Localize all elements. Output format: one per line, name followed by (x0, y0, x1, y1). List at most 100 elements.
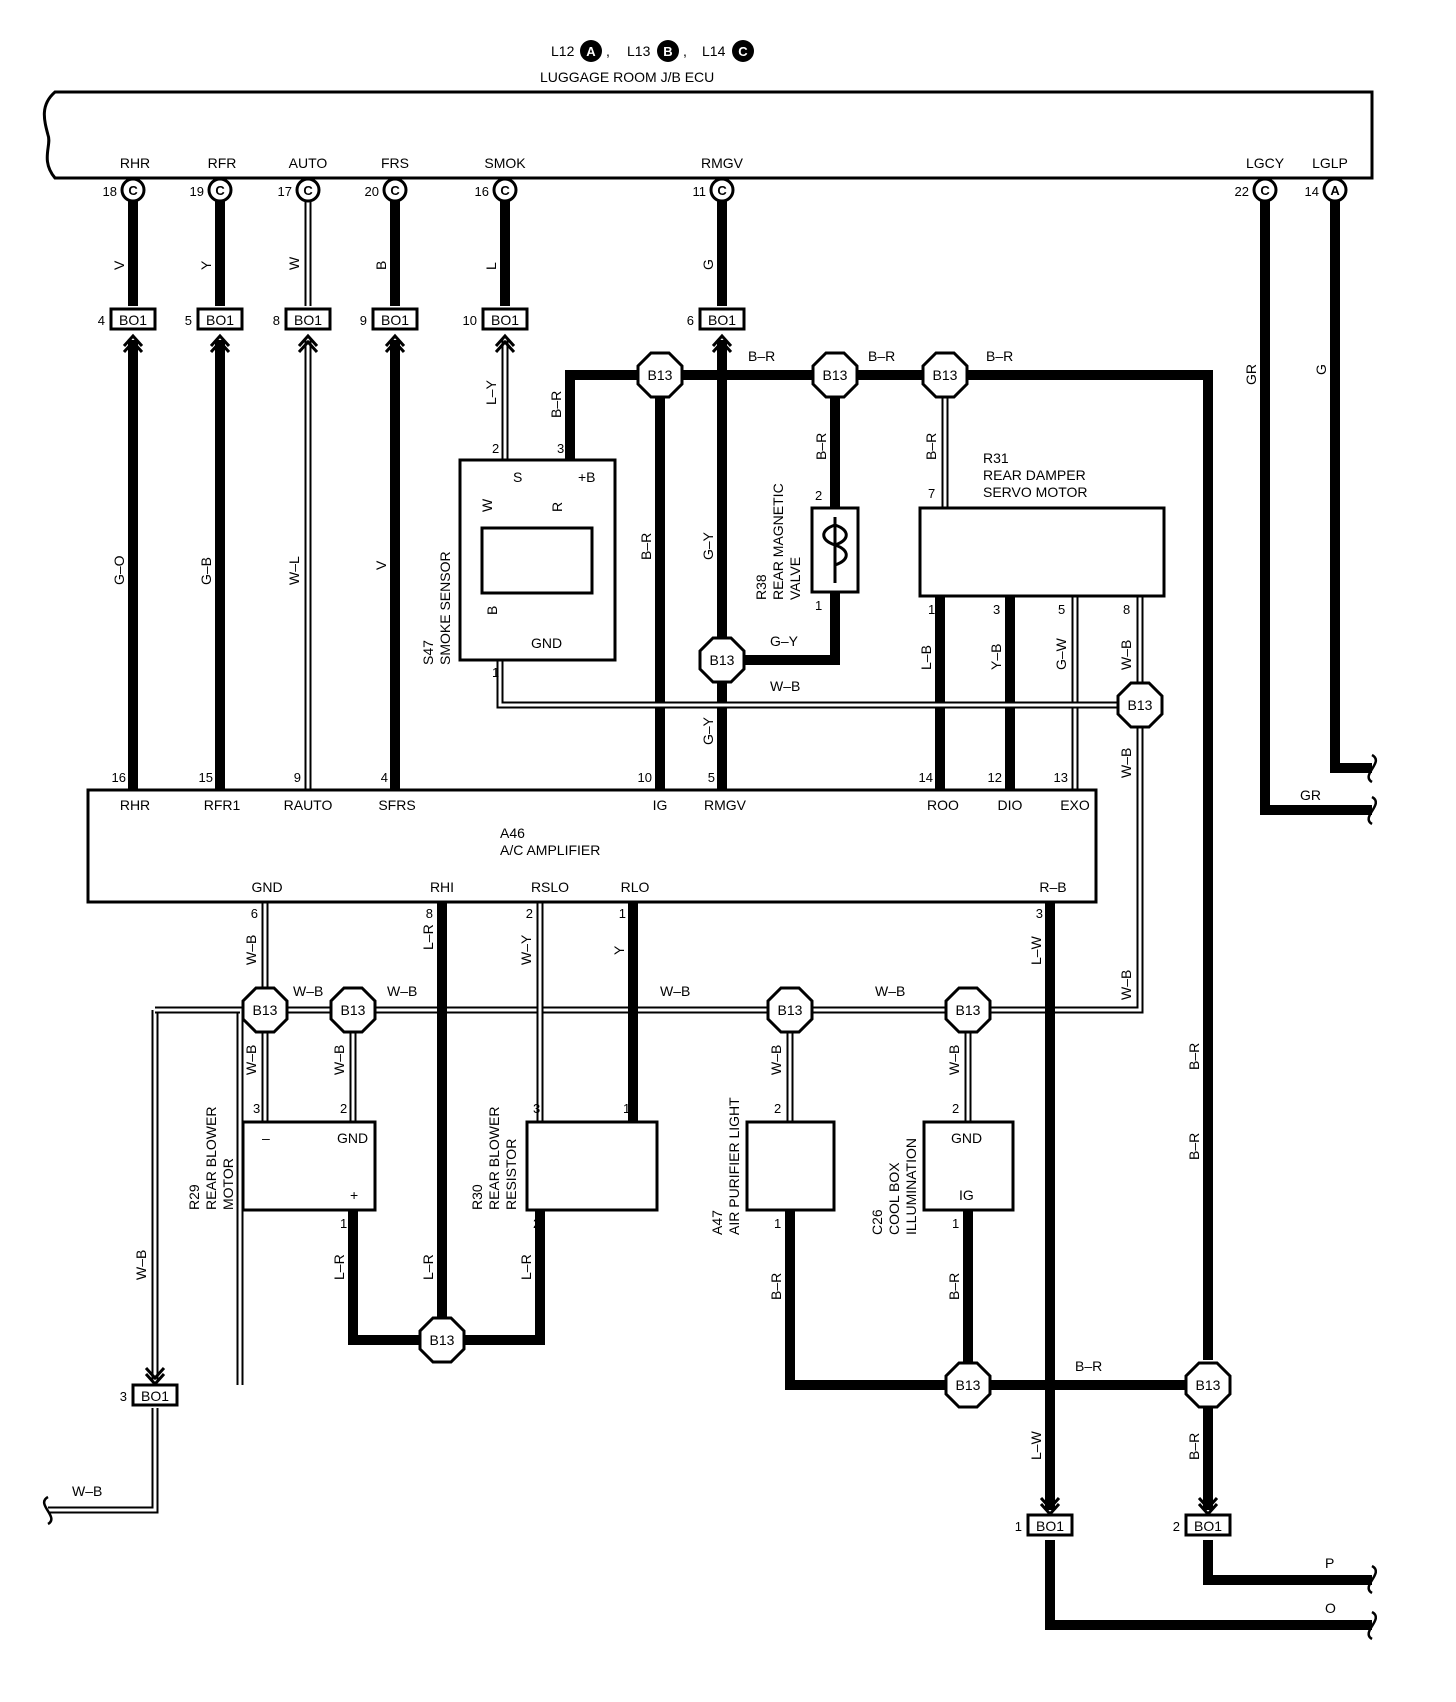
svg-text:1: 1 (815, 598, 822, 613)
svg-text:5: 5 (708, 770, 715, 785)
purifier-id: A47 (709, 1210, 725, 1235)
blower-motor-name-1: REAR BLOWER (203, 1107, 219, 1210)
junction-b13: B13 (329, 986, 377, 1034)
junction-b13: B13 (921, 351, 969, 399)
header-l12: L12 (551, 43, 575, 59)
svg-text:1: 1 (623, 1101, 630, 1116)
header-l13: L13 (627, 43, 651, 59)
ecu-term-smok: SMOK (484, 155, 526, 171)
svg-text:BO1: BO1 (1194, 1518, 1222, 1534)
svg-text:RHR: RHR (120, 797, 150, 813)
svg-text:W–B: W–B (331, 1045, 347, 1075)
svg-text:GR: GR (1243, 364, 1259, 385)
svg-text:2: 2 (1173, 1519, 1180, 1534)
svg-text:W–B: W–B (768, 1045, 784, 1075)
svg-text:Y: Y (611, 945, 627, 955)
smoke-pin-2: 2 (492, 441, 499, 456)
svg-text:B–R: B–R (946, 1273, 962, 1300)
rear-magnetic-valve: 2 1 R38 REAR MAGNETIC VALVE (753, 483, 860, 613)
svg-text:RMGV: RMGV (704, 797, 747, 813)
rear-blower-motor: – GND + 3 2 1 R29 REAR BLOWER MOTOR (186, 1101, 377, 1231)
smoke-name: SMOKE SENSOR (437, 551, 453, 665)
svg-text:3: 3 (533, 1101, 540, 1116)
svg-text:RLO: RLO (621, 879, 650, 895)
svg-text:W–B: W–B (946, 1045, 962, 1075)
svg-text:–: – (262, 1130, 270, 1146)
cool-box-id: C26 (869, 1209, 885, 1235)
ecu-box (42, 90, 1374, 180)
svg-text:10: 10 (463, 313, 477, 328)
svg-text:Y: Y (198, 260, 214, 270)
wire-labels: V Y W B L G GR G G–O G–B W–L V L–Y B–R B… (72, 256, 1336, 1616)
svg-text:3: 3 (1036, 906, 1043, 921)
junction-b13: B13 (1116, 681, 1164, 729)
svg-text:B–R: B–R (1186, 1433, 1202, 1460)
svg-text:BO1: BO1 (141, 1388, 169, 1404)
svg-text:12: 12 (988, 770, 1002, 785)
svg-text:W–B: W–B (293, 983, 323, 999)
blower-motor-name-2: MOTOR (220, 1158, 236, 1210)
svg-text:C: C (390, 183, 400, 198)
svg-text:G–Y: G–Y (700, 716, 716, 745)
svg-text:GND: GND (337, 1130, 368, 1146)
svg-text:L–R: L–R (420, 924, 436, 950)
junction-b13: B13 (944, 1361, 992, 1409)
svg-text:5: 5 (1058, 602, 1065, 617)
junction-b13: B13 (241, 986, 289, 1034)
blower-resistor-id: R30 (469, 1184, 485, 1210)
svg-text:1: 1 (340, 1216, 347, 1231)
junction-b13: B13 (636, 351, 684, 399)
svg-text:B: B (373, 261, 389, 270)
svg-text:BO1: BO1 (294, 312, 322, 328)
junction-b13: B13 (766, 986, 814, 1034)
ecu-pin-11: 11 (693, 184, 707, 199)
svg-text:1: 1 (928, 602, 935, 617)
svg-text:L–W: L–W (1028, 935, 1044, 965)
header-connector-line: L12 A , L13 B , L14 C (551, 40, 754, 62)
ecu-title: LUGGAGE ROOM J/B ECU (540, 69, 714, 85)
svg-text:2: 2 (815, 488, 822, 503)
svg-text:BO1: BO1 (206, 312, 234, 328)
svg-text:RFR1: RFR1 (204, 797, 241, 813)
svg-text:L: L (483, 262, 499, 270)
blower-resistor-name-1: REAR BLOWER (486, 1107, 502, 1210)
ecu-term-auto: AUTO (289, 155, 328, 171)
ecu-pin-16: 16 (475, 184, 489, 199)
svg-text:W–B: W–B (72, 1483, 102, 1499)
junction-b13: B13 (811, 351, 859, 399)
svg-text:3: 3 (253, 1101, 260, 1116)
svg-text:2: 2 (526, 906, 533, 921)
svg-text:B13: B13 (648, 367, 673, 383)
svg-text:SFRS: SFRS (378, 797, 415, 813)
svg-text:P: P (1325, 1555, 1334, 1571)
svg-text:G–B: G–B (198, 557, 214, 585)
smoke-wire-b: B (484, 606, 500, 615)
svg-text:2: 2 (952, 1101, 959, 1116)
svg-text:W–B: W–B (770, 678, 800, 694)
svg-text:B–R: B–R (986, 348, 1013, 364)
damper-id: R31 (983, 450, 1009, 466)
junctions: B13 B13 B13 B13 B13 B13 B13 B13 B13 B13 … (241, 351, 1232, 1409)
ecu-term-lglp: LGLP (1312, 155, 1348, 171)
svg-text:G–Y: G–Y (700, 531, 716, 560)
svg-text:1: 1 (619, 906, 626, 921)
svg-text:10: 10 (638, 770, 652, 785)
svg-text:6: 6 (251, 906, 258, 921)
ecu-term-frs: FRS (381, 155, 409, 171)
svg-text:W–B: W–B (1118, 748, 1134, 778)
svg-text:3: 3 (120, 1389, 127, 1404)
svg-text:A: A (1330, 183, 1340, 198)
svg-text:B–R: B–R (923, 433, 939, 460)
cool-box-name-1: COOL BOX (886, 1162, 902, 1235)
valve-name-2: VALVE (787, 557, 803, 600)
wires (48, 200, 1372, 1630)
ecu-pin-22: 22 (1235, 184, 1249, 199)
valve-name-1: REAR MAGNETIC (770, 483, 786, 600)
svg-text:4: 4 (98, 313, 105, 328)
svg-text:B13: B13 (1196, 1377, 1221, 1393)
svg-text:2: 2 (774, 1101, 781, 1116)
